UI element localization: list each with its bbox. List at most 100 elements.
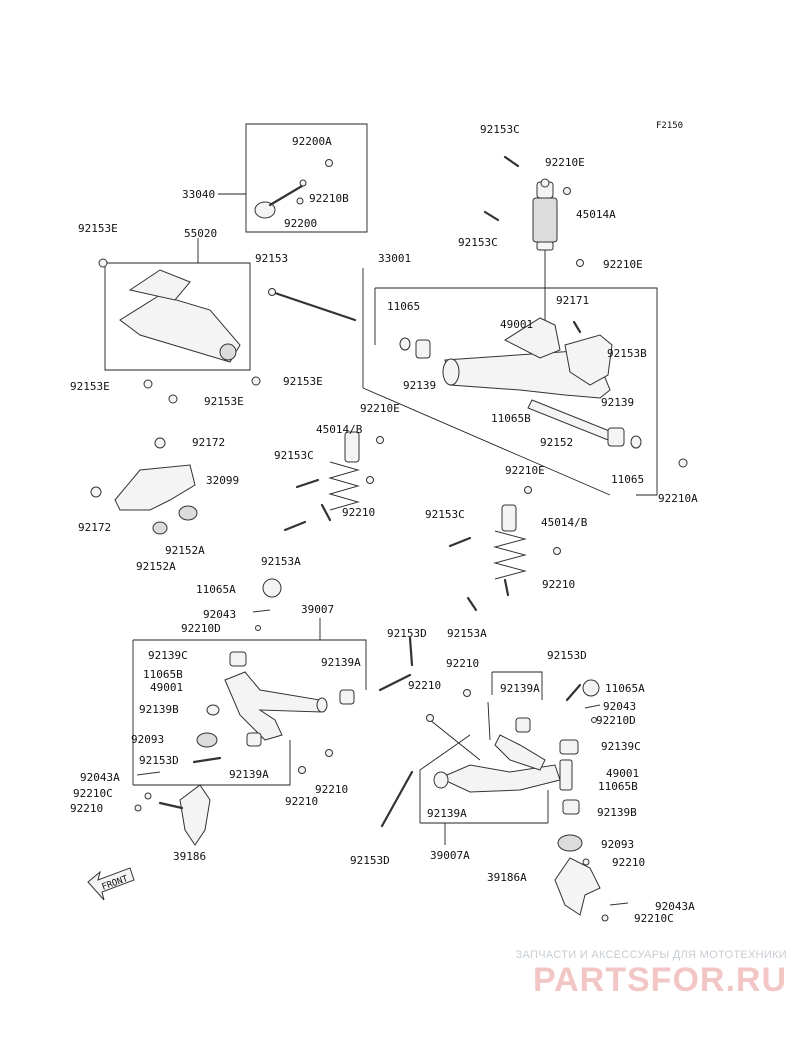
part-label: 92043A — [80, 771, 120, 784]
part-label: 39007 — [301, 603, 334, 616]
part-label: 33040 — [182, 188, 215, 201]
part-label: 92210 — [315, 783, 348, 796]
part-label: 92139 — [601, 396, 634, 409]
part-label: 92153D — [547, 649, 587, 662]
part-label: 92153C — [274, 449, 314, 462]
part-label: 92153B — [607, 347, 647, 360]
part-label: 92200A — [292, 135, 332, 148]
part-label: 92210 — [342, 506, 375, 519]
pivot-bolt — [268, 288, 431, 359]
right-knuckle — [554, 834, 629, 922]
part-label: 11065A — [605, 682, 645, 695]
watermark-tagline: ЗАПЧАСТИ И АКСЕССУАРЫ ДЛЯ МОТОТЕХНИКИ — [515, 949, 787, 961]
part-label: 11065B — [491, 412, 531, 425]
part-label: 55020 — [184, 227, 217, 240]
part-label: 92153D — [139, 754, 179, 767]
frame-bracket — [98, 258, 261, 404]
part-label: 92153E — [204, 395, 244, 408]
part-label: 92153D — [350, 854, 390, 867]
part-label: 11065 — [387, 300, 420, 313]
part-label: 92210C — [73, 787, 113, 800]
front-arrow — [87, 867, 135, 901]
leader-lines — [104, 123, 658, 845]
part-label: 92210D — [596, 714, 636, 727]
part-label: 92139B — [597, 806, 637, 819]
part-label: 92172 — [78, 521, 111, 534]
part-label: 92210E — [505, 464, 545, 477]
part-label: 92172 — [192, 436, 225, 449]
part-label: 11065B — [598, 780, 638, 793]
part-label: 92153C — [458, 236, 498, 249]
part-label: 45014/B — [541, 516, 588, 529]
part-label: 92153A — [261, 555, 301, 568]
part-label: 92139A — [427, 807, 467, 820]
part-label: 92210D — [181, 622, 221, 635]
part-label: 92093 — [601, 838, 634, 851]
part-label: 49001 — [500, 318, 533, 331]
left-knuckle — [134, 771, 211, 846]
part-label: 92043 — [203, 608, 236, 621]
part-label: 39186 — [173, 850, 206, 863]
left-suspension-arm — [192, 578, 414, 774]
part-label: 92152A — [165, 544, 205, 557]
parts — [87, 155, 688, 922]
front-left-shock — [283, 431, 384, 532]
part-label: 92153D — [387, 627, 427, 640]
watermark-logo-text: PARTSFOR.RU — [532, 961, 787, 999]
part-label: 92139A — [500, 682, 540, 695]
part-label: 92153E — [78, 222, 118, 235]
part-label: 11065A — [196, 583, 236, 596]
right-suspension-arm — [380, 679, 601, 828]
part-label: 92210 — [285, 795, 318, 808]
part-label: 92210B — [309, 192, 349, 205]
part-label: 92210C — [634, 912, 674, 925]
part-label: 49001 — [606, 767, 639, 780]
part-label: 92200 — [284, 217, 317, 230]
part-label: 92139A — [321, 656, 361, 669]
part-label: 92152 — [540, 436, 573, 449]
part-label: 11065B — [143, 668, 183, 681]
part-label: 92153E — [283, 375, 323, 388]
part-label: 45014A — [576, 208, 616, 221]
part-label: 92210 — [542, 578, 575, 591]
chain-adjuster — [254, 159, 333, 219]
part-label: 92139C — [148, 649, 188, 662]
part-label: 32099 — [206, 474, 239, 487]
part-label: 39007A — [430, 849, 470, 862]
part-label: 92093 — [131, 733, 164, 746]
part-label: 92171 — [556, 294, 589, 307]
part-label: 92139A — [229, 768, 269, 781]
part-labels: F2150 FRONT 92153C 92210E 45014A 92153C … — [70, 121, 698, 925]
part-label: 92043A — [655, 900, 695, 913]
suspension-bracket — [90, 437, 198, 535]
part-label: 92210 — [70, 802, 103, 815]
part-label: 92139 — [403, 379, 436, 392]
front-right-shock — [448, 486, 561, 612]
part-label: 92153A — [447, 627, 487, 640]
part-label: 92210 — [612, 856, 645, 869]
part-label: 92210 — [446, 657, 479, 670]
part-label: 92210E — [603, 258, 643, 271]
part-label: 33001 — [378, 252, 411, 265]
part-label: 39186A — [487, 871, 527, 884]
part-label: 45014/B — [316, 423, 363, 436]
part-label: 92153C — [480, 123, 520, 136]
swing-arm-shaft — [527, 399, 688, 468]
part-label: 49001 — [150, 681, 183, 694]
part-label: 92210 — [408, 679, 441, 692]
part-label: 92139B — [139, 703, 179, 716]
part-label: 11065 — [611, 473, 644, 486]
part-label: 92152A — [136, 560, 176, 573]
diagram-code: F2150 — [656, 121, 683, 131]
part-label: 92210A — [658, 492, 698, 505]
part-label: 92139C — [601, 740, 641, 753]
rear-swing-arm — [442, 317, 613, 399]
part-label: 92153C — [425, 508, 465, 521]
rear-shock-absorber — [483, 155, 584, 267]
part-label: 92153E — [70, 380, 110, 393]
part-label: 92043 — [603, 700, 636, 713]
part-label: 92153 — [255, 252, 288, 265]
part-label: 92210E — [545, 156, 585, 169]
part-label: 92210E — [360, 402, 400, 415]
